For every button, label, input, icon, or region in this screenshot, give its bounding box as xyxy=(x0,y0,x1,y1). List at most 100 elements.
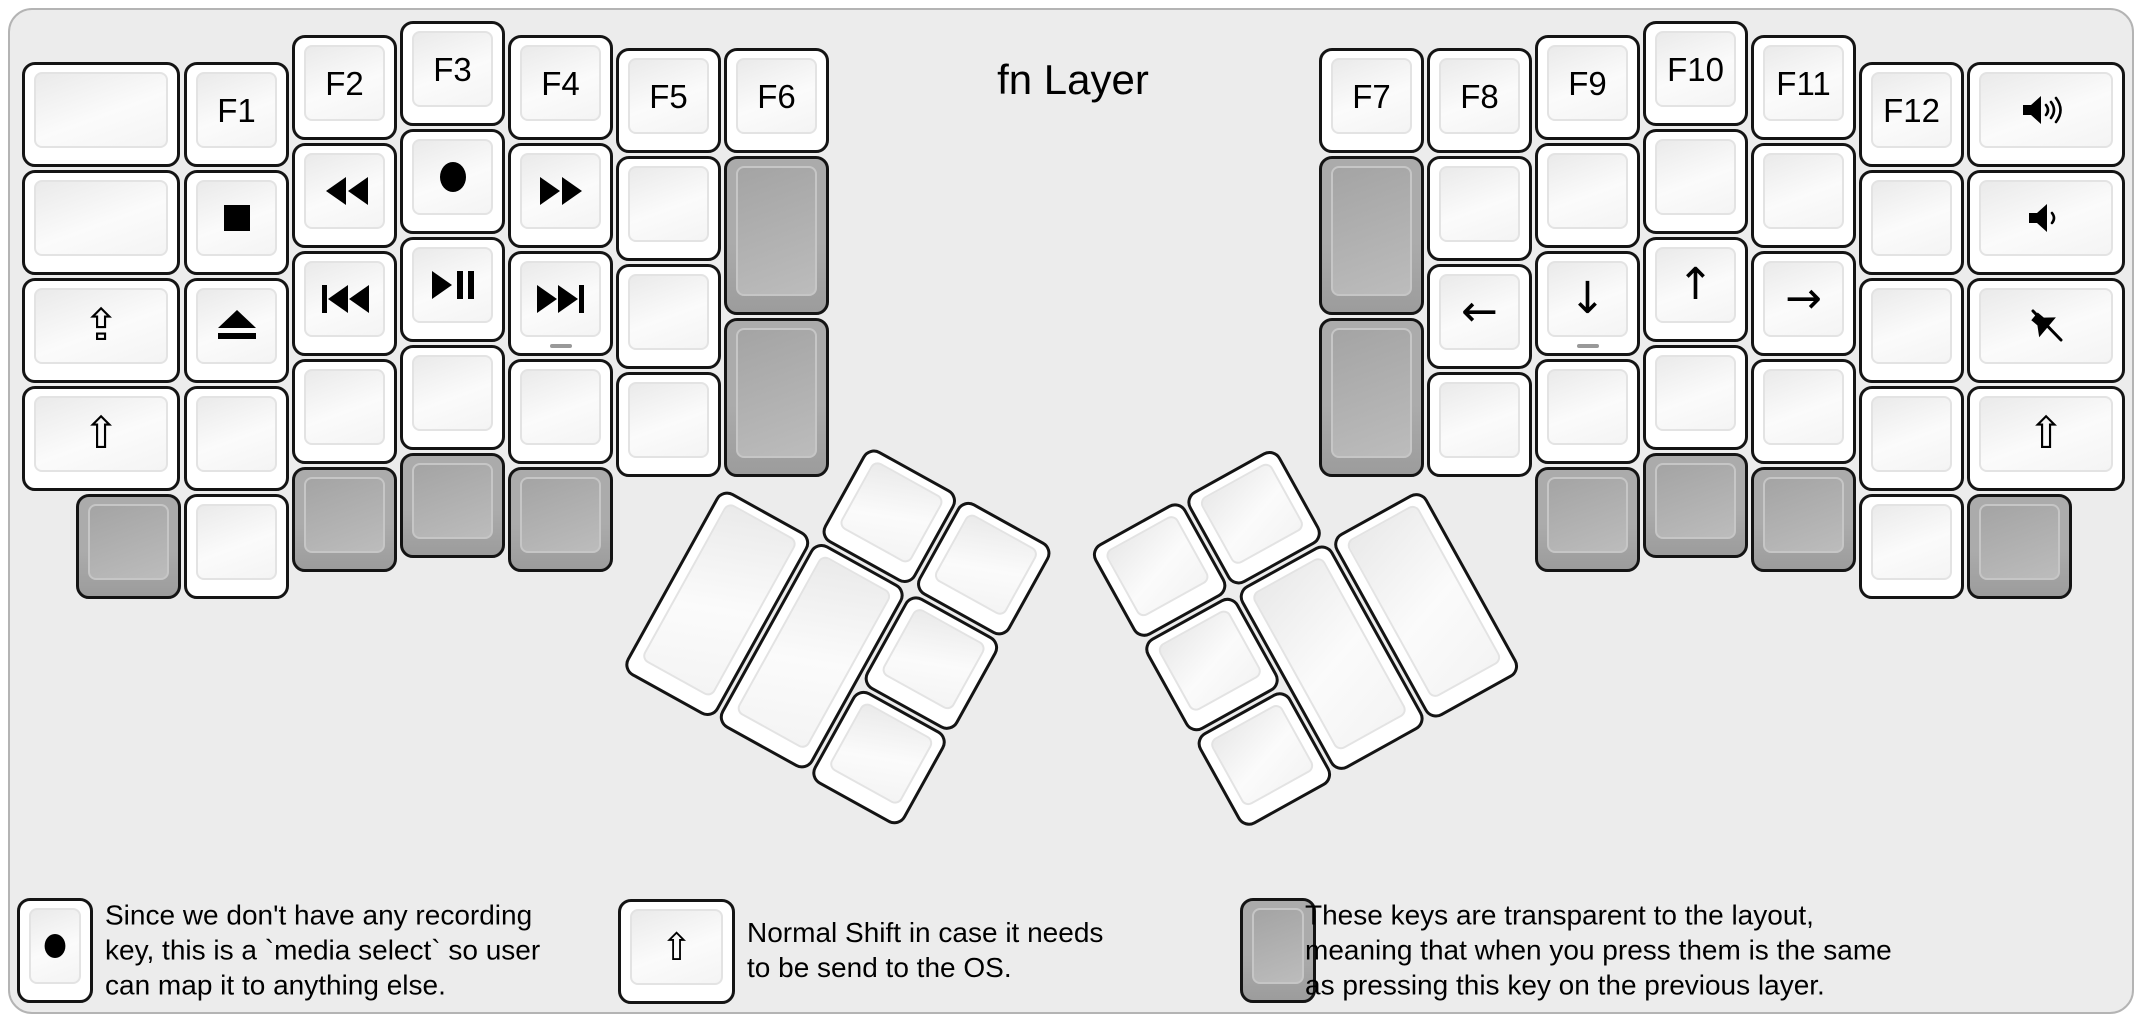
key-transparent[interactable] xyxy=(724,318,829,477)
key-label: F2 xyxy=(325,64,364,102)
key-f12[interactable]: F12 xyxy=(1859,62,1964,167)
key-f11[interactable]: F11 xyxy=(1751,35,1856,140)
key-shift-right[interactable]: ⇧ xyxy=(1967,386,2125,491)
key-blank[interactable] xyxy=(1643,129,1748,234)
keycap-surface: F8 xyxy=(1439,58,1520,134)
key-blank[interactable] xyxy=(1427,156,1532,261)
homing-bar xyxy=(549,344,572,348)
keycap-surface xyxy=(304,369,385,445)
key-play-pause[interactable] xyxy=(400,237,505,342)
key-blank[interactable] xyxy=(1751,359,1856,464)
key-blank[interactable] xyxy=(184,494,289,599)
key-blank[interactable] xyxy=(1751,143,1856,248)
key-f7[interactable]: F7 xyxy=(1319,48,1424,153)
key-prev-track[interactable] xyxy=(292,251,397,356)
keycap-surface xyxy=(1655,463,1736,539)
keycap-surface xyxy=(1871,504,1952,580)
key-eject[interactable] xyxy=(184,278,289,383)
key-arrow-up[interactable]: ↑ xyxy=(1643,237,1748,342)
keycap-surface xyxy=(1979,72,2113,148)
keycap-surface xyxy=(1871,396,1952,472)
key-rewind[interactable] xyxy=(292,143,397,248)
key-fast-forward[interactable] xyxy=(508,143,613,248)
mute-icon xyxy=(2031,309,2063,342)
key-label: ⇧ xyxy=(82,408,120,459)
key-label: ⇧ xyxy=(660,925,693,969)
key-blank[interactable] xyxy=(22,62,180,167)
key-blank[interactable] xyxy=(292,359,397,464)
legend-line: can map it to anything else. xyxy=(105,969,446,1001)
key-blank[interactable] xyxy=(1535,143,1640,248)
key-stop[interactable] xyxy=(184,170,289,275)
key-blank[interactable] xyxy=(1859,170,1964,275)
record-dot-icon xyxy=(44,934,66,958)
keycap-surface: F11 xyxy=(1763,45,1844,121)
key-transparent[interactable] xyxy=(1319,156,1424,315)
legend-text-shift: Normal Shift in case it needs to be send… xyxy=(747,915,1103,985)
key-label: F1 xyxy=(217,91,256,129)
key-blank[interactable] xyxy=(400,345,505,450)
key-transparent[interactable] xyxy=(292,467,397,572)
key-transparent[interactable] xyxy=(1751,467,1856,572)
key-transparent[interactable] xyxy=(1319,318,1424,477)
key-label: F10 xyxy=(1667,50,1724,88)
key-blank[interactable] xyxy=(616,372,721,477)
key-arrow-left[interactable]: ← xyxy=(1427,264,1532,369)
key-mute[interactable] xyxy=(1967,278,2125,383)
legend-line: to be send to the OS. xyxy=(747,952,1012,983)
key-transparent[interactable] xyxy=(1967,494,2072,599)
key-volume-up[interactable] xyxy=(1967,62,2125,167)
key-transparent[interactable] xyxy=(400,453,505,558)
key-next-track[interactable] xyxy=(508,251,613,356)
key-blank[interactable] xyxy=(184,386,289,491)
key-capslock[interactable]: ⇪ xyxy=(22,278,180,383)
key-label: F3 xyxy=(433,50,472,88)
key-transparent[interactable] xyxy=(1643,453,1748,558)
key-f2[interactable]: F2 xyxy=(292,35,397,140)
keycap-surface: F5 xyxy=(628,58,709,134)
key-f5[interactable]: F5 xyxy=(616,48,721,153)
key-arrow-right[interactable]: → xyxy=(1751,251,1856,356)
keycap-surface xyxy=(1547,153,1628,229)
keycap-surface xyxy=(412,463,493,539)
key-transparent[interactable] xyxy=(508,467,613,572)
volume-up-icon xyxy=(2023,96,2062,124)
key-blank[interactable] xyxy=(1859,386,1964,491)
key-shift-left[interactable]: ⇧ xyxy=(22,386,180,491)
keycap-surface xyxy=(628,274,709,350)
key-blank[interactable] xyxy=(22,170,180,275)
fast-forward-icon xyxy=(539,177,582,205)
key-blank[interactable] xyxy=(1643,345,1748,450)
key-blank[interactable] xyxy=(1859,494,1964,599)
key-f3[interactable]: F3 xyxy=(400,21,505,126)
key-blank[interactable] xyxy=(1427,372,1532,477)
key-label: ↑ xyxy=(1677,259,1714,310)
keycap-surface xyxy=(88,504,169,580)
key-blank[interactable] xyxy=(1859,278,1964,383)
key-blank[interactable] xyxy=(616,156,721,261)
keycap-surface xyxy=(1763,477,1844,553)
keycap-surface xyxy=(196,180,277,256)
key-transparent[interactable] xyxy=(724,156,829,315)
key-volume-down[interactable] xyxy=(1967,170,2125,275)
keycap-surface: ← xyxy=(1439,274,1520,350)
key-transparent[interactable] xyxy=(76,494,181,599)
key-blank[interactable] xyxy=(1535,359,1640,464)
key-blank[interactable] xyxy=(616,264,721,369)
key-f8[interactable]: F8 xyxy=(1427,48,1532,153)
key-media-select[interactable] xyxy=(400,129,505,234)
keycap-surface xyxy=(196,396,277,472)
legend-line: meaning that when you press them is the … xyxy=(1305,934,1892,966)
key-f4[interactable]: F4 xyxy=(508,35,613,140)
keycap-surface xyxy=(1655,139,1736,215)
key-arrow-down[interactable]: ↓ xyxy=(1535,251,1640,356)
keycap-surface xyxy=(1331,166,1412,296)
key-f6[interactable]: F6 xyxy=(724,48,829,153)
key-f10[interactable]: F10 xyxy=(1643,21,1748,126)
keycap-surface: ↓ xyxy=(1547,261,1628,337)
key-f9[interactable]: F9 xyxy=(1535,35,1640,140)
key-blank[interactable] xyxy=(508,359,613,464)
key-f1[interactable]: F1 xyxy=(184,62,289,167)
key-transparent[interactable] xyxy=(1535,467,1640,572)
keycap-surface xyxy=(1439,166,1520,242)
